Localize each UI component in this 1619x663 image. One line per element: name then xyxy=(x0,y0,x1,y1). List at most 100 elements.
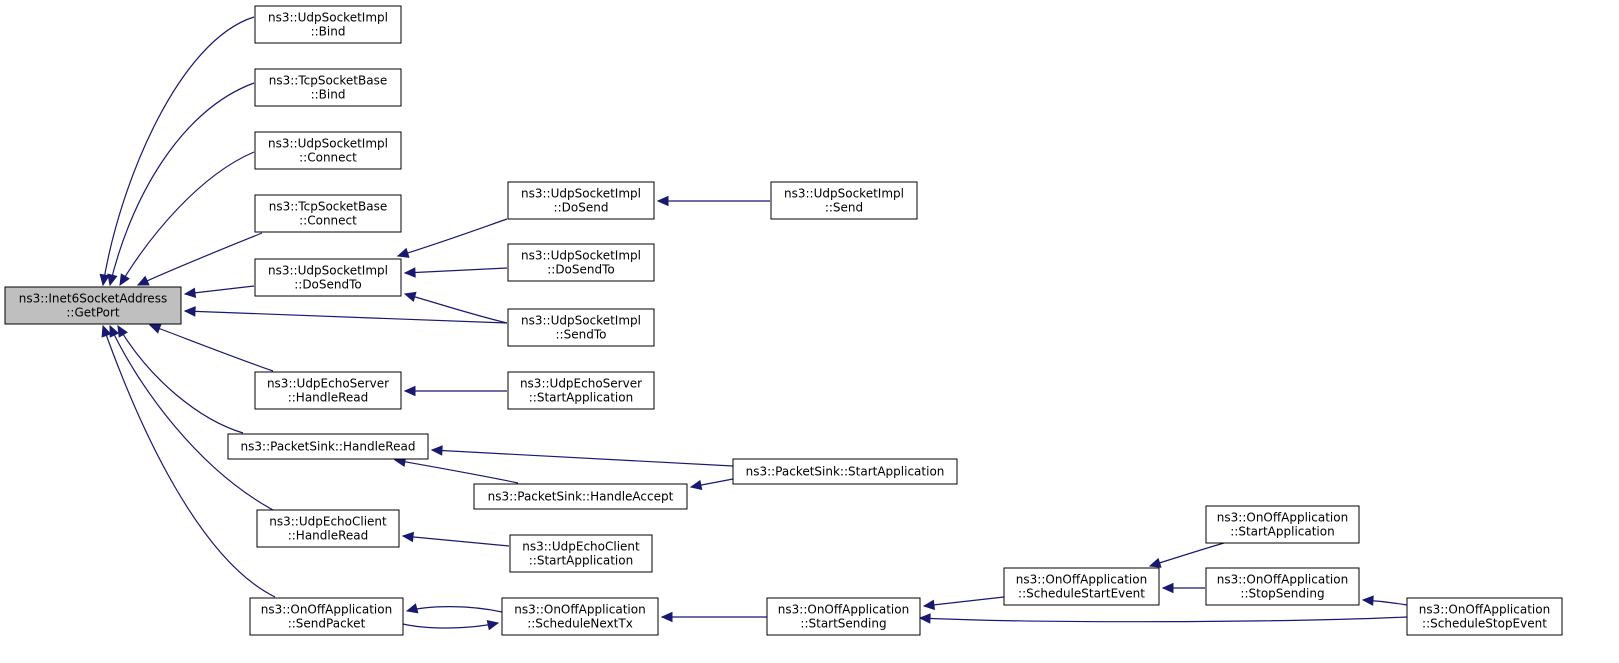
edge-udp_send-to-udp_dosend xyxy=(656,195,770,207)
edge-udp_dosendto2-to-udp_dosendto xyxy=(403,267,508,278)
edge-line xyxy=(184,285,255,295)
node-tcp-bind[interactable]: ns3::TcpSocketBase::Bind xyxy=(254,68,402,107)
arrow-head-icon xyxy=(1148,557,1162,568)
edge-line xyxy=(102,16,255,286)
node-udp-send[interactable]: ns3::UdpSocketImpl::Send xyxy=(770,181,918,220)
node-box[interactable] xyxy=(473,483,688,510)
edge-line xyxy=(404,267,508,274)
node-box[interactable] xyxy=(4,286,182,325)
edge-udp_connect-to-root xyxy=(119,151,255,287)
node-label: ns3::UdpSocketImpl xyxy=(521,187,641,201)
node-label: ::DoSend xyxy=(554,201,609,215)
edge-line xyxy=(402,622,499,629)
edge-line xyxy=(402,535,510,547)
node-onoff-stopsending[interactable]: ns3::OnOffApplication::StopSending xyxy=(1205,567,1360,606)
node-label: ::DoSendTo xyxy=(547,263,615,277)
node-label: ns3::PacketSink::HandleRead xyxy=(241,440,416,454)
node-box[interactable] xyxy=(254,5,402,44)
node-box[interactable] xyxy=(254,68,402,107)
node-box[interactable] xyxy=(254,258,402,297)
edge-line xyxy=(406,606,503,613)
node-label: ::Bind xyxy=(311,25,346,39)
node-label: ::StopSending xyxy=(1240,587,1324,601)
edges-layer xyxy=(99,16,1408,631)
node-box[interactable] xyxy=(249,597,404,636)
node-box[interactable] xyxy=(227,433,429,460)
arrow-head-icon xyxy=(922,599,935,611)
node-box[interactable] xyxy=(507,181,655,220)
node-udp-dosendto[interactable]: ns3::UdpSocketImpl::DoSendTo xyxy=(254,258,402,297)
node-label: ns3::TcpSocketBase xyxy=(269,200,387,214)
arrow-head-icon xyxy=(109,324,120,338)
node-echoserver-start[interactable]: ns3::UdpEchoServer::StartApplication xyxy=(507,371,655,410)
node-echoserver-handleread[interactable]: ns3::UdpEchoServer::HandleRead xyxy=(254,371,402,410)
arrow-head-icon xyxy=(1361,595,1374,606)
arrow-head-icon xyxy=(918,613,931,624)
node-echoclient-handleread[interactable]: ns3::UdpEchoClient::HandleRead xyxy=(256,509,400,548)
edge-line xyxy=(149,324,274,372)
edge-line xyxy=(397,218,508,257)
node-onoff-schednexttx[interactable]: ns3::OnOffApplication::ScheduleNextTx xyxy=(501,597,659,636)
node-label: ns3::OnOffApplication xyxy=(514,603,645,617)
node-udp-bind[interactable]: ns3::UdpSocketImpl::Bind xyxy=(254,5,402,44)
edge-onoff_schedstart-to-onoff_startsending xyxy=(922,596,1005,611)
node-box[interactable] xyxy=(766,597,921,636)
node-onoff-startapp[interactable]: ns3::OnOffApplication::StartApplication xyxy=(1205,505,1360,544)
edge-onoff_schednexttx-to-onoff_sendpacket xyxy=(405,603,503,614)
arrow-head-icon xyxy=(1161,582,1174,594)
arrow-head-icon xyxy=(107,273,118,287)
arrow-head-icon xyxy=(403,291,417,302)
arrow-head-icon xyxy=(183,306,196,317)
node-box[interactable] xyxy=(507,243,655,282)
node-label: ::SendPacket xyxy=(288,617,366,631)
node-label: ::ScheduleStartEvent xyxy=(1018,587,1145,601)
node-sink-handleaccept[interactable]: ns3::PacketSink::HandleAccept xyxy=(473,483,688,510)
edge-udp_sendto-to-root xyxy=(183,306,508,324)
edge-echoserver_start-to-echoserver_handleread xyxy=(403,385,507,397)
node-label: ::SendTo xyxy=(556,328,607,342)
node-onoff-schedstart[interactable]: ns3::OnOffApplication::ScheduleStartEven… xyxy=(1003,567,1160,606)
node-box[interactable] xyxy=(732,458,958,485)
node-label: ns3::UdpSocketImpl xyxy=(521,314,641,328)
node-box[interactable] xyxy=(501,597,659,636)
edge-udp_sendto-to-udp_dosendto xyxy=(403,291,508,324)
node-onoff-startsending[interactable]: ns3::OnOffApplication::StartSending xyxy=(766,597,921,636)
node-box[interactable] xyxy=(254,371,402,410)
edge-line xyxy=(184,310,508,324)
node-label: ::HandleRead xyxy=(288,529,369,543)
node-sink-start[interactable]: ns3::PacketSink::StartApplication xyxy=(732,458,958,485)
node-label: ns3::Inet6SocketAddress xyxy=(19,292,167,306)
node-tcp-connect[interactable]: ns3::TcpSocketBase::Connect xyxy=(254,194,402,233)
node-onoff-schedstop[interactable]: ns3::OnOffApplication::ScheduleStopEvent xyxy=(1406,597,1563,636)
node-label: ::Bind xyxy=(311,88,346,102)
node-udp-connect[interactable]: ns3::UdpSocketImpl::Connect xyxy=(254,131,402,170)
node-label: ns3::OnOffApplication xyxy=(1419,603,1550,617)
node-box[interactable] xyxy=(1003,567,1160,606)
node-echoclient-start[interactable]: ns3::UdpEchoClient::StartApplication xyxy=(509,534,653,573)
node-onoff-sendpacket[interactable]: ns3::OnOffApplication::SendPacket xyxy=(249,597,404,636)
edge-line xyxy=(117,325,244,434)
node-box[interactable] xyxy=(770,181,918,220)
node-box[interactable] xyxy=(1205,505,1360,544)
arrow-head-icon xyxy=(403,385,416,397)
edge-sink_handleaccept-to-sink_handleread xyxy=(393,456,519,484)
arrow-head-icon xyxy=(405,603,419,614)
node-udp-sendto[interactable]: ns3::UdpSocketImpl::SendTo xyxy=(507,308,655,347)
node-udp-dosendto2[interactable]: ns3::UdpSocketImpl::DoSendTo xyxy=(507,243,655,282)
node-root[interactable]: ns3::Inet6SocketAddress::GetPort xyxy=(4,286,182,325)
node-udp-dosend[interactable]: ns3::UdpSocketImpl::DoSend xyxy=(507,181,655,220)
node-box[interactable] xyxy=(1406,597,1563,636)
node-box[interactable] xyxy=(1205,567,1360,606)
node-sink-handleread[interactable]: ns3::PacketSink::HandleRead xyxy=(227,433,429,460)
node-box[interactable] xyxy=(507,308,655,347)
node-box[interactable] xyxy=(509,534,653,573)
node-label: ns3::UdpEchoClient xyxy=(522,540,640,554)
node-box[interactable] xyxy=(256,509,400,548)
arrow-head-icon xyxy=(183,287,197,299)
edge-onoff_sendpacket-to-root xyxy=(101,324,276,598)
node-box[interactable] xyxy=(254,194,402,233)
node-box[interactable] xyxy=(254,131,402,170)
node-label: ns3::UdpSocketImpl xyxy=(268,137,388,151)
node-box[interactable] xyxy=(507,371,655,410)
